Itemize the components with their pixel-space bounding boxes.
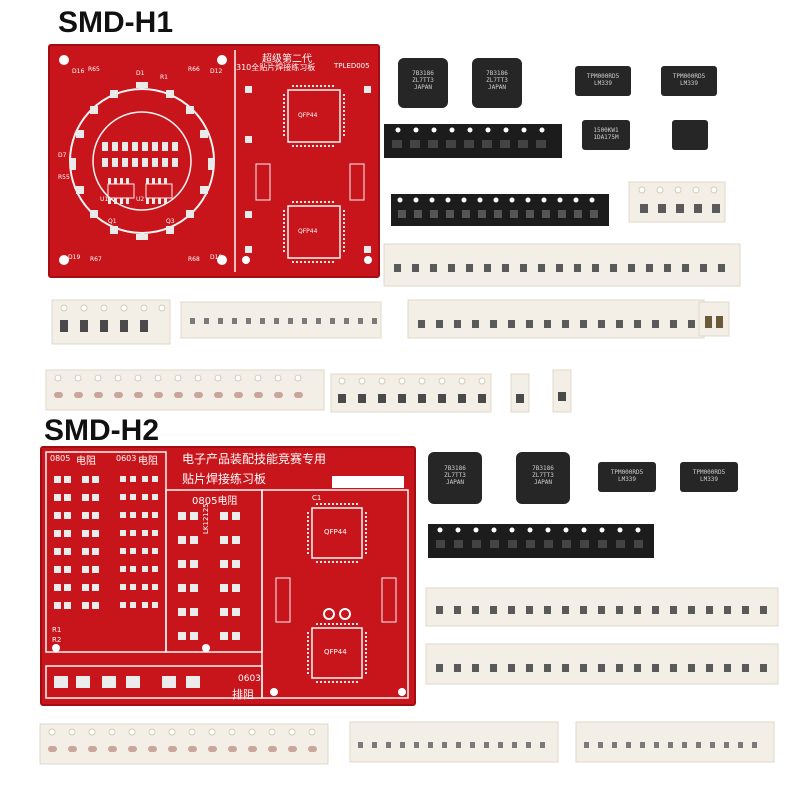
component-tape-icon (552, 369, 572, 413)
soic-marking-line-2: LM339 (699, 476, 719, 483)
soic-marking-line-1: TPM000RD5 (610, 469, 644, 476)
component-tape-icon (407, 299, 705, 339)
pcb-h1-label-d12: D12 (210, 68, 223, 75)
component-tape-icon (428, 524, 654, 558)
qfp-marking-line-1: 7B3186 (412, 70, 434, 77)
pcb-h1-label-r65: R65 (88, 66, 100, 73)
qfp-marking-line-2: ZL7TT3 (486, 77, 508, 84)
pcb-h1-qfp-label-1: QFP44 (298, 112, 318, 119)
component-tape-icon (349, 721, 559, 763)
qfp-marking-line-2: ZL7TT3 (532, 472, 554, 479)
pcb-h2-qfp-label-1: QFP44 (324, 528, 347, 536)
pcb-h2-label-resistor-mid: 电阻 (138, 456, 158, 467)
qfp-chip-icon: 7B3186 ZL7TT3 JAPAN (398, 58, 448, 108)
kit-title-smd-h1: SMD-H1 (58, 6, 174, 39)
pcb-h1-heading-1: 超级第二代 (262, 54, 312, 65)
pcb-h1-label-r66: R66 (188, 66, 200, 73)
soic-marking-line-1: TPM000RD5 (692, 469, 726, 476)
component-tape-icon (698, 301, 730, 337)
pcb-h1-label-d7: D7 (58, 152, 67, 159)
pcb-h2-qfp-label-2: QFP44 (324, 648, 347, 656)
pcb-h2-vertical-code: LK12125 (202, 503, 210, 534)
component-tape-icon (383, 243, 741, 287)
soic-chip-icon: TPM000RD5 LM339 (575, 66, 631, 96)
pcb-h1-silkscreen (59, 50, 372, 272)
qfp-marking-line-2: ZL7TT3 (412, 77, 434, 84)
pcb-h2-label-0603-bottom: 0603 (238, 674, 261, 684)
soic-marking-line-1: TPM000RD5 (672, 73, 706, 80)
qfp-marking-line-3: JAPAN (533, 479, 553, 486)
pcb-h1-heading-2: 310全贴片焊接练习板 (236, 63, 316, 72)
pcb-h1-label-r1: R1 (160, 74, 168, 81)
pcb-h1-model: TPLED005 (334, 62, 370, 70)
qfp-marking-line-3: JAPAN (487, 84, 507, 91)
pcb-h2-label-array: 排阻 (232, 688, 254, 701)
component-tape-icon (180, 301, 382, 339)
pcb-h1-label-u1: U1 (100, 196, 109, 203)
qfp-marking-line-1: 7B3186 (532, 465, 554, 472)
qfp-chip-icon: 7B3186 ZL7TT3 JAPAN (516, 452, 570, 504)
qfp-chip-icon: 7B3186 ZL7TT3 JAPAN (428, 452, 482, 504)
kit-title-smd-h2: SMD-H2 (44, 414, 160, 447)
qfp-marking-line-1: 7B3186 (444, 465, 466, 472)
qfp-marking-line-3: JAPAN (445, 479, 465, 486)
pcb-board-h2: 电子产品装配技能竞赛专用 贴片焊接练习板 0805 电阻 0603 电阻 080… (40, 446, 416, 706)
soic-chip-icon: TPM000RD5 LM339 (680, 462, 738, 492)
component-tape-icon (391, 194, 609, 226)
pcb-h1-label-d1: D1 (136, 70, 145, 77)
soic-chip-icon (672, 120, 708, 150)
qfp-marking-line-1: 7B3186 (486, 70, 508, 77)
component-tape-icon (39, 723, 329, 765)
soic-marking-line-2: 1DA175M (593, 134, 619, 141)
pcb-h2-label-r1: R1 (52, 626, 62, 634)
component-tape-icon (510, 373, 530, 413)
component-tape-icon (51, 299, 171, 345)
pcb-h1-label-d19: D19 (68, 254, 81, 261)
qfp-marking-line-3: JAPAN (413, 84, 433, 91)
pcb-board-h1: 超级第二代 310全贴片焊接练习板 TPLED005 QFP44 QFP44 D… (48, 44, 380, 278)
component-tape-icon (425, 587, 779, 627)
component-tape-icon (384, 124, 562, 158)
pcb-h1-label-u2: U2 (136, 196, 145, 203)
pcb-h2-label-resistor-left: 电阻 (76, 456, 96, 467)
pcb-h1-label-d16: D16 (72, 68, 85, 75)
component-tape-icon (330, 373, 492, 413)
qfp-chip-icon: 7B3186 ZL7TT3 JAPAN (472, 58, 522, 108)
pcb-h1-label-r68: R68 (188, 256, 200, 263)
component-tape-icon (628, 181, 726, 223)
component-tape-icon (425, 643, 779, 685)
pcb-h2-label-c1: C1 (312, 494, 322, 502)
pcb-h1-label-r55: R55 (58, 174, 70, 181)
qfp-marking-line-2: ZL7TT3 (444, 472, 466, 479)
component-tape-icon (575, 721, 775, 763)
pcb-h1-label-r67: R67 (90, 256, 102, 263)
pcb-h1-label-q3: Q3 (166, 218, 175, 225)
pcb-h2-section-0805: 0805电阻 (192, 496, 238, 507)
soic-marking-line-1: 1500KW1 (593, 127, 619, 134)
pcb-h1-qfp-label-2: QFP44 (298, 228, 318, 235)
pcb-h2-heading-2: 贴片焊接练习板 (182, 472, 267, 486)
pcb-h1-label-q1: Q1 (108, 218, 117, 225)
pcb-h2-label-0603: 0603 (116, 454, 137, 463)
component-tape-icon (45, 369, 325, 411)
soic-marking-line-2: LM339 (679, 80, 699, 87)
soic-chip-icon: 1500KW1 1DA175M (582, 120, 630, 150)
soic-marking-line-2: LM339 (617, 476, 637, 483)
pcb-h2-heading-1: 电子产品装配技能竞赛专用 (182, 452, 327, 466)
soic-marking-line-1: TPM000RD5 (586, 73, 620, 80)
soic-chip-icon: TPM000RD5 LM339 (598, 462, 656, 492)
pcb-h2-label-0805: 0805 (50, 454, 71, 463)
soic-marking-line-2: LM339 (593, 80, 613, 87)
soic-chip-icon: TPM000RD5 LM339 (661, 66, 717, 96)
pcb-h2-silkscreen (45, 451, 409, 699)
pcb-h1-label-d18: D18 (210, 254, 223, 261)
pcb-h2-label-r2: R2 (52, 636, 62, 644)
